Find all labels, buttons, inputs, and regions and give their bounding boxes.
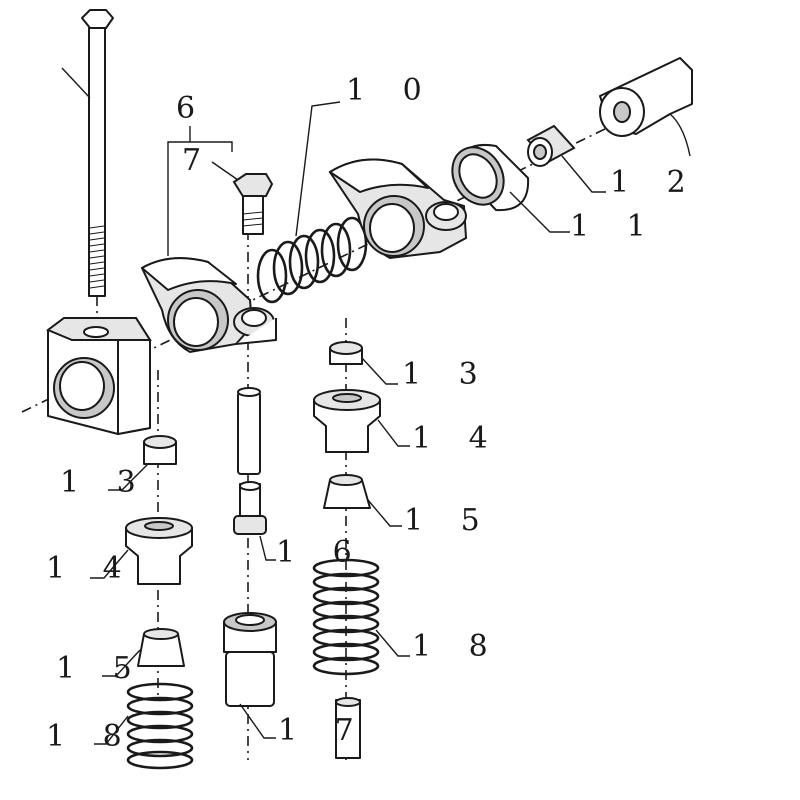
shaft-spacer [526,124,576,167]
right-spring-cap [329,341,363,365]
bolt-thread [89,225,105,289]
callout-13-right: 1 3 [402,357,492,392]
pushrod-tip [233,481,267,535]
pushrod [237,387,261,475]
left-valve-cotter [137,628,185,667]
leader-lines [90,101,606,745]
callout-7: 7 [182,143,215,178]
long-bolt [61,9,114,297]
callout-10: 1 0 [346,73,436,108]
left-rocker-arm [140,257,277,354]
callout-15-right: 1 5 [404,503,494,538]
callout-14-right: 1 4 [412,421,502,456]
callout-17: 1 7 [278,713,368,748]
shaft-ring [451,144,530,212]
callout-6: 6 [176,91,209,126]
rocker-spacer-spring [256,216,368,304]
callout-11: 1 1 [570,209,660,244]
callout-14-left: 1 4 [46,551,136,586]
right-spring-retainer [313,389,381,453]
callout-16: 1 6 [276,535,366,570]
right-valve-cotter [323,474,371,509]
callout-labels: 6 7 1 0 1 1 1 2 1 3 1 4 1 5 1 6 1 7 1 8 … [46,73,700,754]
rocker-shaft [599,57,693,157]
right-valve-spring [312,558,380,676]
left-valve-spring [126,682,194,770]
valve-lifter [223,612,277,707]
adjusting-screw [232,173,274,235]
callout-12: 1 2 [610,165,700,200]
callout-18-right: 1 8 [412,629,502,664]
shaft-support-bracket [46,317,152,435]
callout-15-left: 1 5 [56,651,146,686]
left-spring-cap [143,435,177,465]
callout-18-left: 1 8 [46,719,136,754]
right-rocker-arm [328,158,468,260]
callout-13-left: 1 3 [60,465,150,500]
right-valve-stem [335,697,361,759]
left-spring-retainer [125,517,193,585]
